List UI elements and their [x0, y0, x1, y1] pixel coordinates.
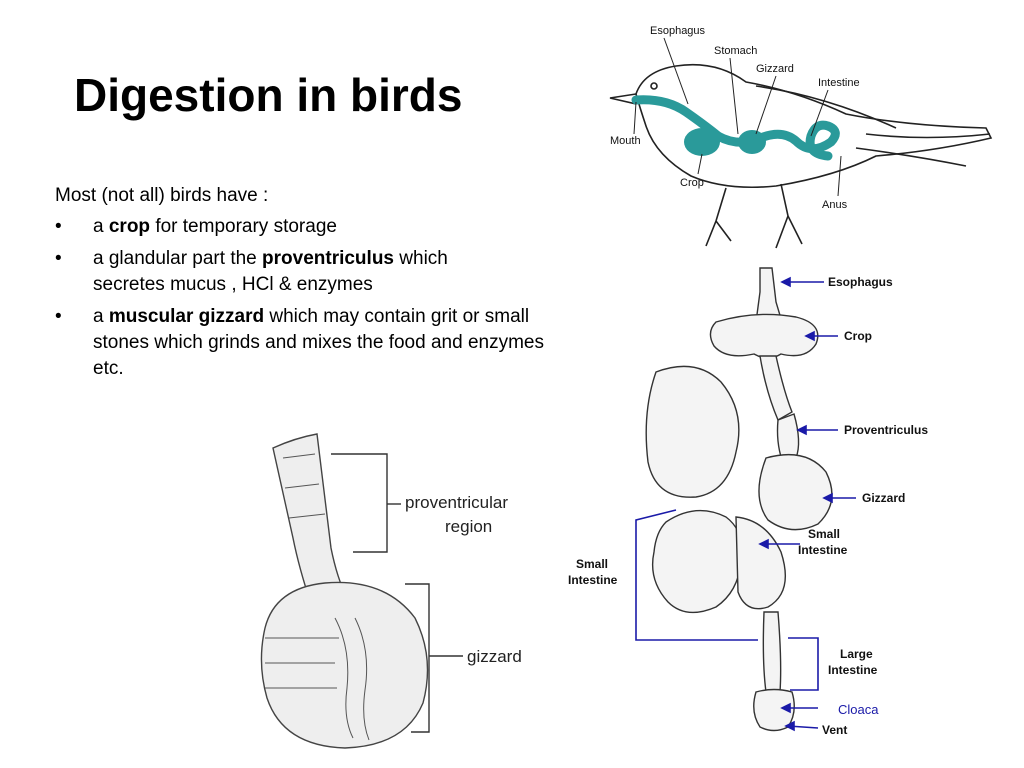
- bullet-item-crop: • a crop for temporary storage: [55, 214, 565, 240]
- gizzard-shape: [738, 130, 766, 154]
- bullet-item-proventriculus: • a glandular part the proventriculus wh…: [55, 248, 448, 295]
- bullet-item-gizzard: • a muscular gizzard which may contain g…: [55, 306, 544, 379]
- term-proventriculus: proventriculus: [262, 248, 394, 269]
- tract-label-small-intestine-right: Small: [808, 527, 840, 541]
- label-gizzard-section: gizzard: [467, 647, 522, 666]
- tract-label-small-intestine-left: Small: [576, 557, 608, 571]
- gizzard-section-diagram: proventricular region gizzard: [255, 428, 555, 754]
- tract-label-vent: Vent: [822, 723, 847, 737]
- bullet-list: • a crop for temporary storage • a gland…: [55, 214, 565, 382]
- tract-label-small-intestine-left-2: Intestine: [568, 573, 618, 587]
- label-mouth: Mouth: [610, 135, 641, 147]
- term-crop: crop: [108, 216, 151, 237]
- label-crop: Crop: [680, 177, 704, 189]
- label-stomach: Stomach: [714, 45, 757, 57]
- bullet-dot: •: [55, 248, 62, 269]
- slide-title: Digestion in birds: [74, 69, 463, 121]
- body-text: Most (not all) birds have : • a crop for…: [55, 183, 565, 388]
- label-intestine: Intestine: [818, 77, 860, 89]
- crop-shape: [684, 128, 720, 156]
- label-gizzard: Gizzard: [756, 63, 794, 75]
- bullet-dot: •: [55, 216, 62, 237]
- label-proventricular-region: proventricular: [405, 493, 508, 512]
- label-anus: Anus: [822, 199, 848, 211]
- bullet-dot: •: [55, 306, 62, 327]
- tract-label-large-intestine-2: Intestine: [828, 663, 878, 677]
- tract-label-crop: Crop: [844, 329, 872, 343]
- tract-label-cloaca: Cloaca: [838, 702, 879, 717]
- label-esophagus: Esophagus: [650, 25, 706, 37]
- tract-label-esophagus: Esophagus: [828, 275, 893, 289]
- tract-illustration: Esophagus Crop Proventriculus Gizzard Sm…: [568, 267, 928, 737]
- label-proventricular-region-2: region: [445, 517, 492, 536]
- bird-digestive-diagram: Esophagus Stomach Gizzard Intestine Mout…: [606, 16, 994, 258]
- tract-label-large-intestine: Large: [840, 647, 873, 661]
- term-muscular-gizzard: muscular gizzard: [108, 306, 265, 327]
- digestive-tract-diagram: Esophagus Crop Proventriculus Gizzard Sm…: [556, 262, 960, 752]
- intro-text: Most (not all) birds have :: [55, 185, 269, 206]
- tract-label-proventriculus: Proventriculus: [844, 423, 928, 437]
- tract-label-small-intestine-right-2: Intestine: [798, 543, 848, 557]
- bird-illustration: Esophagus Stomach Gizzard Intestine Mout…: [609, 25, 993, 249]
- tract-label-gizzard: Gizzard: [862, 491, 905, 505]
- gizzard-illustration: proventricular region gizzard: [260, 433, 522, 749]
